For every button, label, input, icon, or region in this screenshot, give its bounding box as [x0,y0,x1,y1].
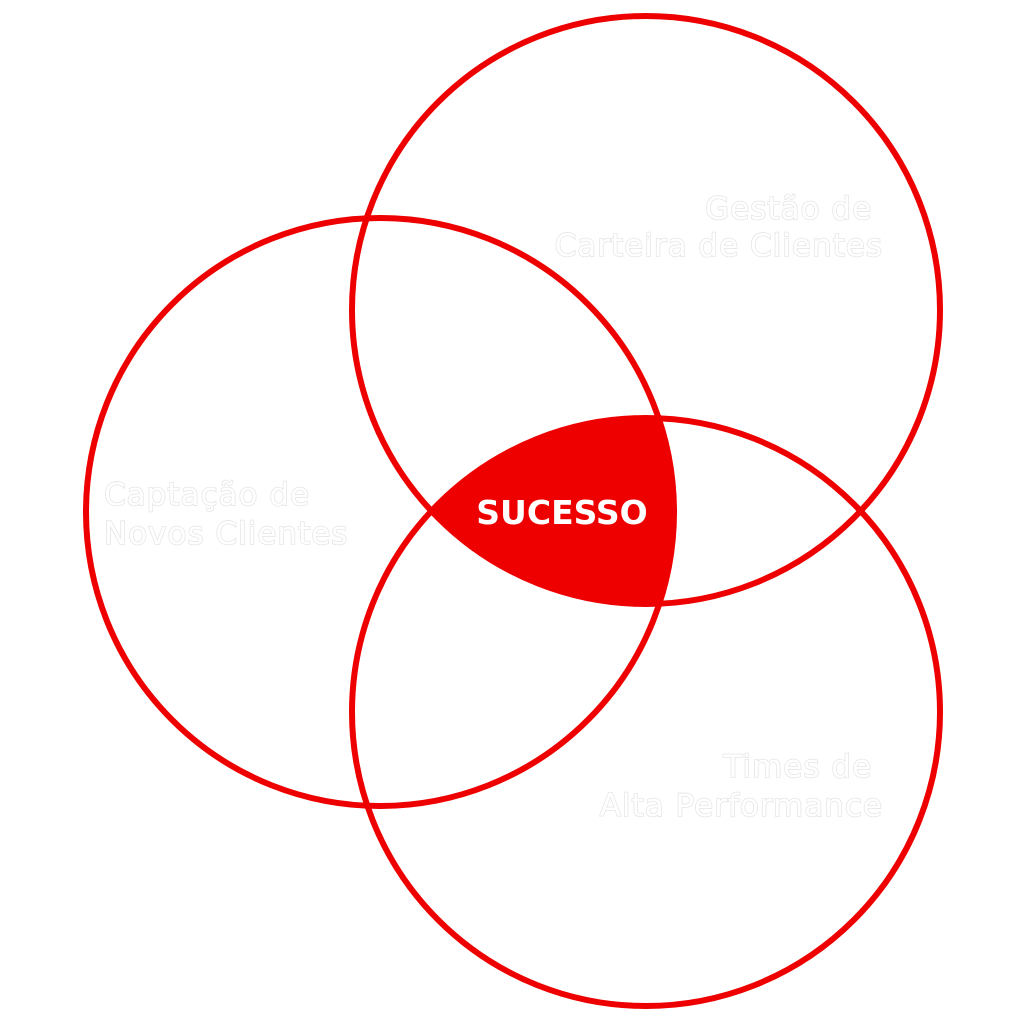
label-left-line-2: Novos Clientes [104,516,348,552]
label-top-right: Gestão de Carteira de Clientes [555,191,883,264]
label-bottom-right-line-1: Times de [723,749,873,785]
label-top-right-line-1: Gestão de [705,191,872,227]
label-bottom-right-line-2: Alta Performance [600,788,883,824]
label-bottom-right: Times de Alta Performance [600,749,883,824]
label-left-line-1: Captação de [104,477,310,513]
venn-circle-bottom-right [349,415,943,1009]
venn-circle-top-right [349,13,943,607]
venn-circle-left [83,215,677,809]
center-label: SUCESSO [476,493,647,532]
label-left: Captação de Novos Clientes [104,477,348,552]
label-top-right-line-2: Carteira de Clientes [555,228,883,264]
